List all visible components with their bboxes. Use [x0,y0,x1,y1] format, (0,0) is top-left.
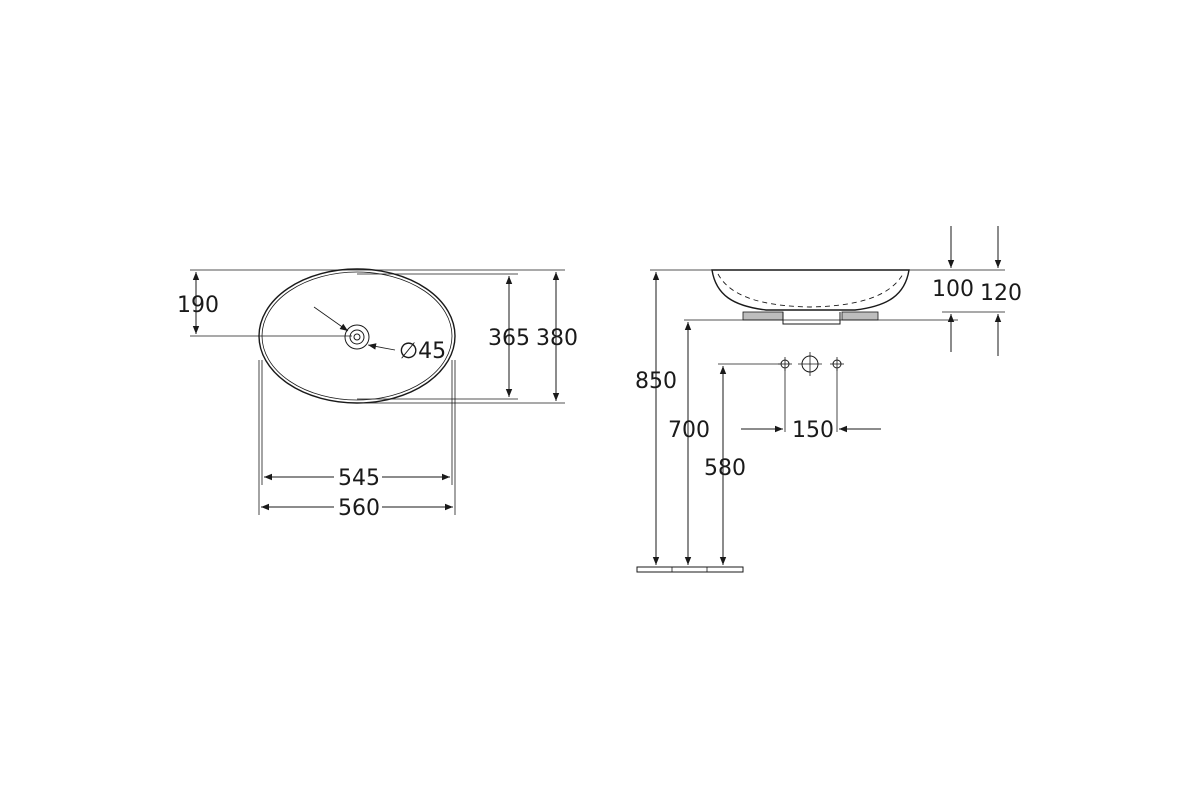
basin-bowl-profile [711,269,910,311]
dim-365: 365 [488,326,530,351]
counter-hatch-left [742,311,784,321]
dim-100: 100 [932,277,974,302]
tap-hole-left-symbol [778,357,792,371]
basin-inner-profile [717,273,904,308]
dim-560: 560 [338,496,380,521]
dim-190: 190 [177,293,219,318]
side-view: 850 700 580 150 100 [635,226,1022,573]
tap-hole-right-symbol [830,357,844,371]
top-view: 190 365 380 ∅45 545 560 [177,268,578,521]
floor-line [636,566,744,573]
dim-120: 120 [980,281,1022,306]
tap-hole-centre-symbol [798,352,822,376]
dim-drain-diameter: ∅45 [399,339,446,364]
counter-hatch-right [841,311,879,321]
dim-545: 545 [338,466,380,491]
dim-150: 150 [792,418,834,443]
dim-850: 850 [635,369,677,394]
dim-700: 700 [668,418,710,443]
dim-380: 380 [536,326,578,351]
drain-symbol [313,306,396,351]
dim-580: 580 [704,456,746,481]
